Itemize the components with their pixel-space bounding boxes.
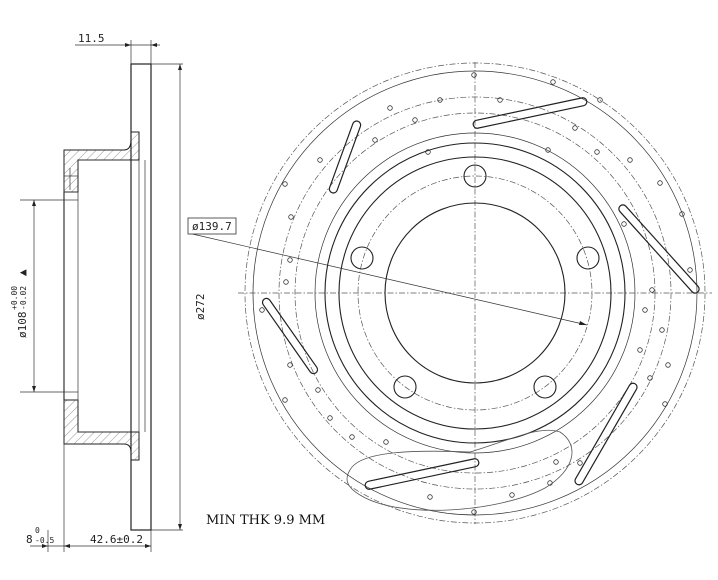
rotor-ring-section: [130, 63, 152, 531]
stud-hole: [463, 164, 487, 188]
outer-diameter-label: ø272: [194, 294, 207, 321]
offset-tol-upper: 0: [35, 526, 40, 535]
stud-hole: [350, 246, 374, 270]
flange-thickness-label: 11.5: [78, 32, 105, 45]
rotor-slots: [261, 97, 700, 490]
hub-bore-tol-upper: +0.00: [10, 286, 19, 310]
hub-bore-marker: ▲: [16, 269, 29, 276]
front-view: ø139.7: [187, 62, 712, 524]
drilled-holes: [259, 72, 693, 515]
hat-upper-section: [63, 131, 140, 193]
pcd-label: ø139.7: [192, 220, 232, 233]
overall-height-label: 42.6±0.2: [90, 533, 143, 546]
hub-bore-label: ø108: [16, 312, 29, 339]
hat-lower-section: [63, 399, 140, 461]
stud-hole: [393, 375, 417, 399]
offset-label: 8: [26, 533, 33, 546]
hub-bore-tol-lower: -0.02: [19, 286, 28, 310]
pcd-label-box: [187, 217, 237, 235]
min-thickness-note: MIN THK 9.9 MM: [206, 513, 325, 528]
stud-hole: [576, 246, 600, 270]
side-section-view: 11.5 ø272 ø108 +0.00 -0.02 ▲ 8 0 -0.5 42…: [10, 32, 207, 552]
offset-tol-lower: -0.5: [35, 536, 54, 545]
detail-callout-outline: [346, 429, 573, 511]
stud-hole: [533, 375, 557, 399]
